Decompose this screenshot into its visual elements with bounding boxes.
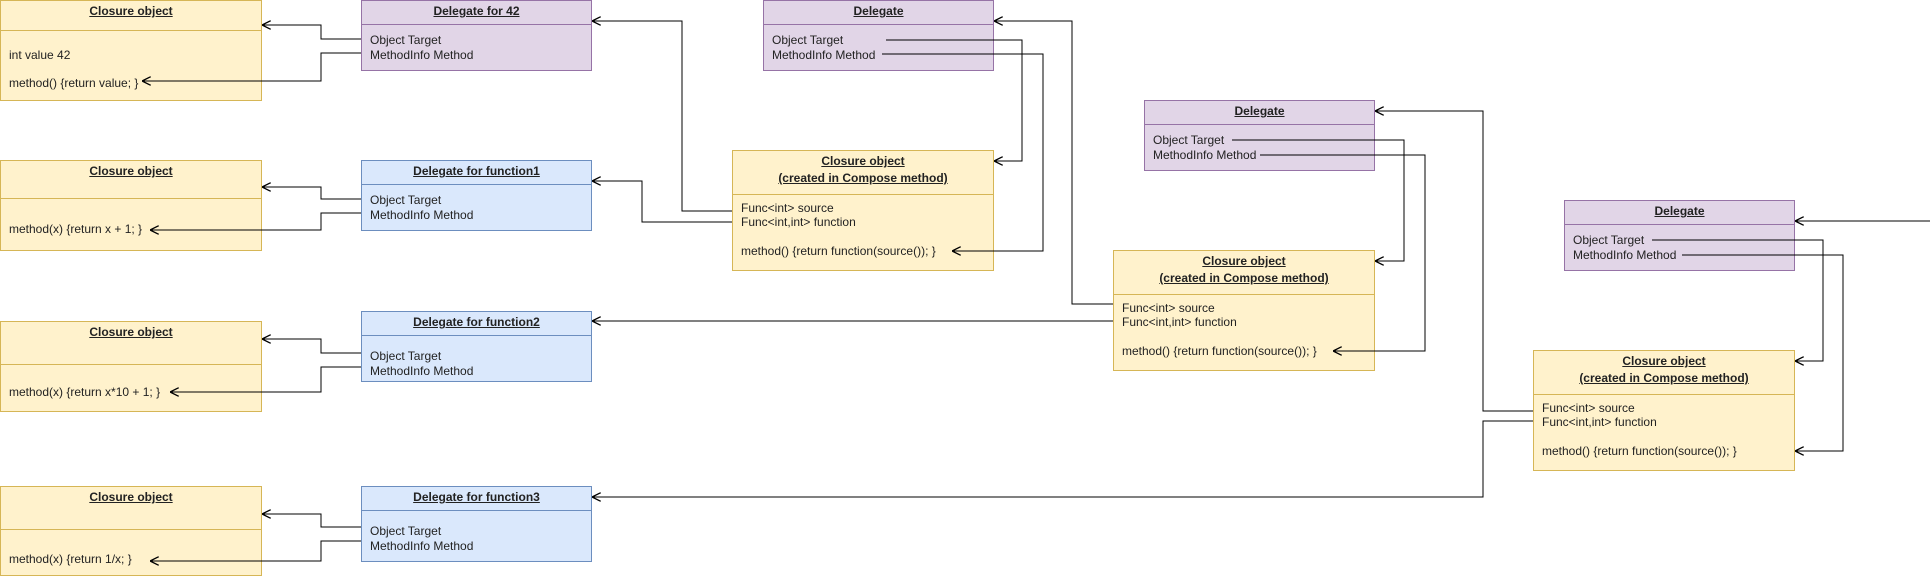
compose-closure-function-field: Func<int,int> function bbox=[741, 215, 856, 229]
compose-closure-subtitle: (created in Compose method) bbox=[1579, 371, 1749, 385]
delegate-separator bbox=[1145, 124, 1374, 125]
compose-closure-source-field: Func<int> source bbox=[1122, 301, 1215, 315]
delegate-method-field: MethodInfo Method bbox=[370, 364, 474, 378]
closure-method: method(x) {return x*10 + 1; } bbox=[9, 385, 161, 399]
delegate-for-function2: Delegate for function2 Object Target Met… bbox=[361, 311, 592, 382]
delegate-method-field: MethodInfo Method bbox=[1573, 248, 1677, 262]
compose-closure-separator bbox=[1114, 294, 1374, 295]
closure-title: Closure object bbox=[89, 4, 173, 18]
closure-object-function1: Closure object method(x) {return x + 1; … bbox=[0, 160, 262, 251]
delegate-for-42: Delegate for 42 Object Target MethodInfo… bbox=[361, 0, 592, 71]
closure-object-function2: Closure object method(x) {return x*10 + … bbox=[0, 321, 262, 412]
closure-method: method(x) {return x + 1; } bbox=[9, 222, 143, 236]
compose-delegate-3: Delegate Object Target MethodInfo Method bbox=[1564, 200, 1795, 271]
closure-method: method(x) {return 1/x; } bbox=[9, 552, 132, 566]
compose-closure-source-field: Func<int> source bbox=[1542, 401, 1635, 415]
delegate-method-field: MethodInfo Method bbox=[370, 539, 474, 553]
closure-object-function3: Closure object method(x) {return 1/x; } bbox=[0, 486, 262, 576]
delegate-target-field: Object Target bbox=[1153, 133, 1225, 147]
delegate-title: Delegate for 42 bbox=[433, 4, 520, 18]
connector-target-f3 bbox=[262, 514, 361, 528]
delegate-separator bbox=[362, 24, 591, 25]
delegate-for-function3: Delegate for function3 Object Target Met… bbox=[361, 486, 592, 562]
delegate-method-field: MethodInfo Method bbox=[370, 48, 474, 62]
delegate-target-field: Object Target bbox=[370, 193, 442, 207]
connector-target-f2 bbox=[262, 339, 361, 354]
compose-delegate-2: Delegate Object Target MethodInfo Method bbox=[1144, 100, 1375, 171]
compose-closure-separator bbox=[1534, 394, 1794, 395]
compose-closure-title: Closure object bbox=[1622, 354, 1706, 368]
delegate-title: Delegate bbox=[853, 4, 904, 18]
delegate-title: Delegate bbox=[1234, 104, 1285, 118]
delegate-separator bbox=[362, 335, 591, 336]
compose-closure-separator bbox=[733, 194, 993, 195]
delegate-target-field: Object Target bbox=[370, 33, 442, 47]
delegate-separator bbox=[362, 510, 591, 511]
compose-closure-subtitle: (created in Compose method) bbox=[778, 171, 948, 185]
compose-closure-title: Closure object bbox=[1202, 254, 1286, 268]
compose-closure-method: method() {return function(source()); } bbox=[1542, 444, 1737, 458]
compose-closure-method: method() {return function(source()); } bbox=[1122, 344, 1317, 358]
delegate-title: Delegate for function3 bbox=[413, 490, 540, 504]
connector-function-c1 bbox=[592, 181, 732, 223]
compose-closure-title: Closure object bbox=[821, 154, 905, 168]
compose-closure-function-field: Func<int,int> function bbox=[1122, 315, 1237, 329]
delegate-target-field: Object Target bbox=[1573, 233, 1645, 247]
delegate-title: Delegate for function2 bbox=[413, 315, 540, 329]
compose-closure-source-field: Func<int> source bbox=[741, 201, 834, 215]
closure-title: Closure object bbox=[89, 164, 173, 178]
closure-method: method() {return value; } bbox=[9, 76, 139, 90]
compose-delegate-1: Delegate Object Target MethodInfo Method bbox=[763, 0, 994, 71]
delegate-target-field: Object Target bbox=[772, 33, 844, 47]
delegate-separator bbox=[362, 184, 591, 185]
closure-separator bbox=[1, 364, 261, 365]
delegate-separator bbox=[764, 24, 993, 25]
closure-title: Closure object bbox=[89, 325, 173, 339]
closure-object-42: Closure object int value 42 method() {re… bbox=[0, 0, 262, 101]
connector-target-42 bbox=[262, 25, 361, 40]
connector-source-c1 bbox=[592, 21, 732, 212]
closure-separator bbox=[1, 529, 261, 530]
compose-closure-subtitle: (created in Compose method) bbox=[1159, 271, 1329, 285]
delegate-title: Delegate bbox=[1654, 204, 1705, 218]
connector-function-c3 bbox=[592, 420, 1533, 497]
compose-closure-function-field: Func<int,int> function bbox=[1542, 415, 1657, 429]
delegate-target-field: Object Target bbox=[370, 349, 442, 363]
delegate-target-field: Object Target bbox=[370, 524, 442, 538]
compose-closure-object-2: Closure object (created in Compose metho… bbox=[1113, 250, 1375, 371]
delegate-method-field: MethodInfo Method bbox=[370, 208, 474, 222]
delegate-method-field: MethodInfo Method bbox=[1153, 148, 1257, 162]
connector-target-f1 bbox=[262, 187, 361, 200]
compose-closure-object-3: Closure object (created in Compose metho… bbox=[1533, 350, 1795, 471]
closure-field-value: int value 42 bbox=[9, 48, 71, 62]
delegate-for-function1: Delegate for function1 Object Target Met… bbox=[361, 160, 592, 231]
compose-closure-object-1: Closure object (created in Compose metho… bbox=[732, 150, 994, 271]
closure-title: Closure object bbox=[89, 490, 173, 504]
connector-source-c3 bbox=[1375, 111, 1533, 412]
delegate-title: Delegate for function1 bbox=[413, 164, 540, 178]
delegate-separator bbox=[1565, 224, 1794, 225]
delegate-method-field: MethodInfo Method bbox=[772, 48, 876, 62]
closure-separator bbox=[1, 30, 261, 31]
connector-source-c2 bbox=[994, 21, 1113, 305]
closure-separator bbox=[1, 198, 261, 199]
compose-closure-method: method() {return function(source()); } bbox=[741, 244, 936, 258]
